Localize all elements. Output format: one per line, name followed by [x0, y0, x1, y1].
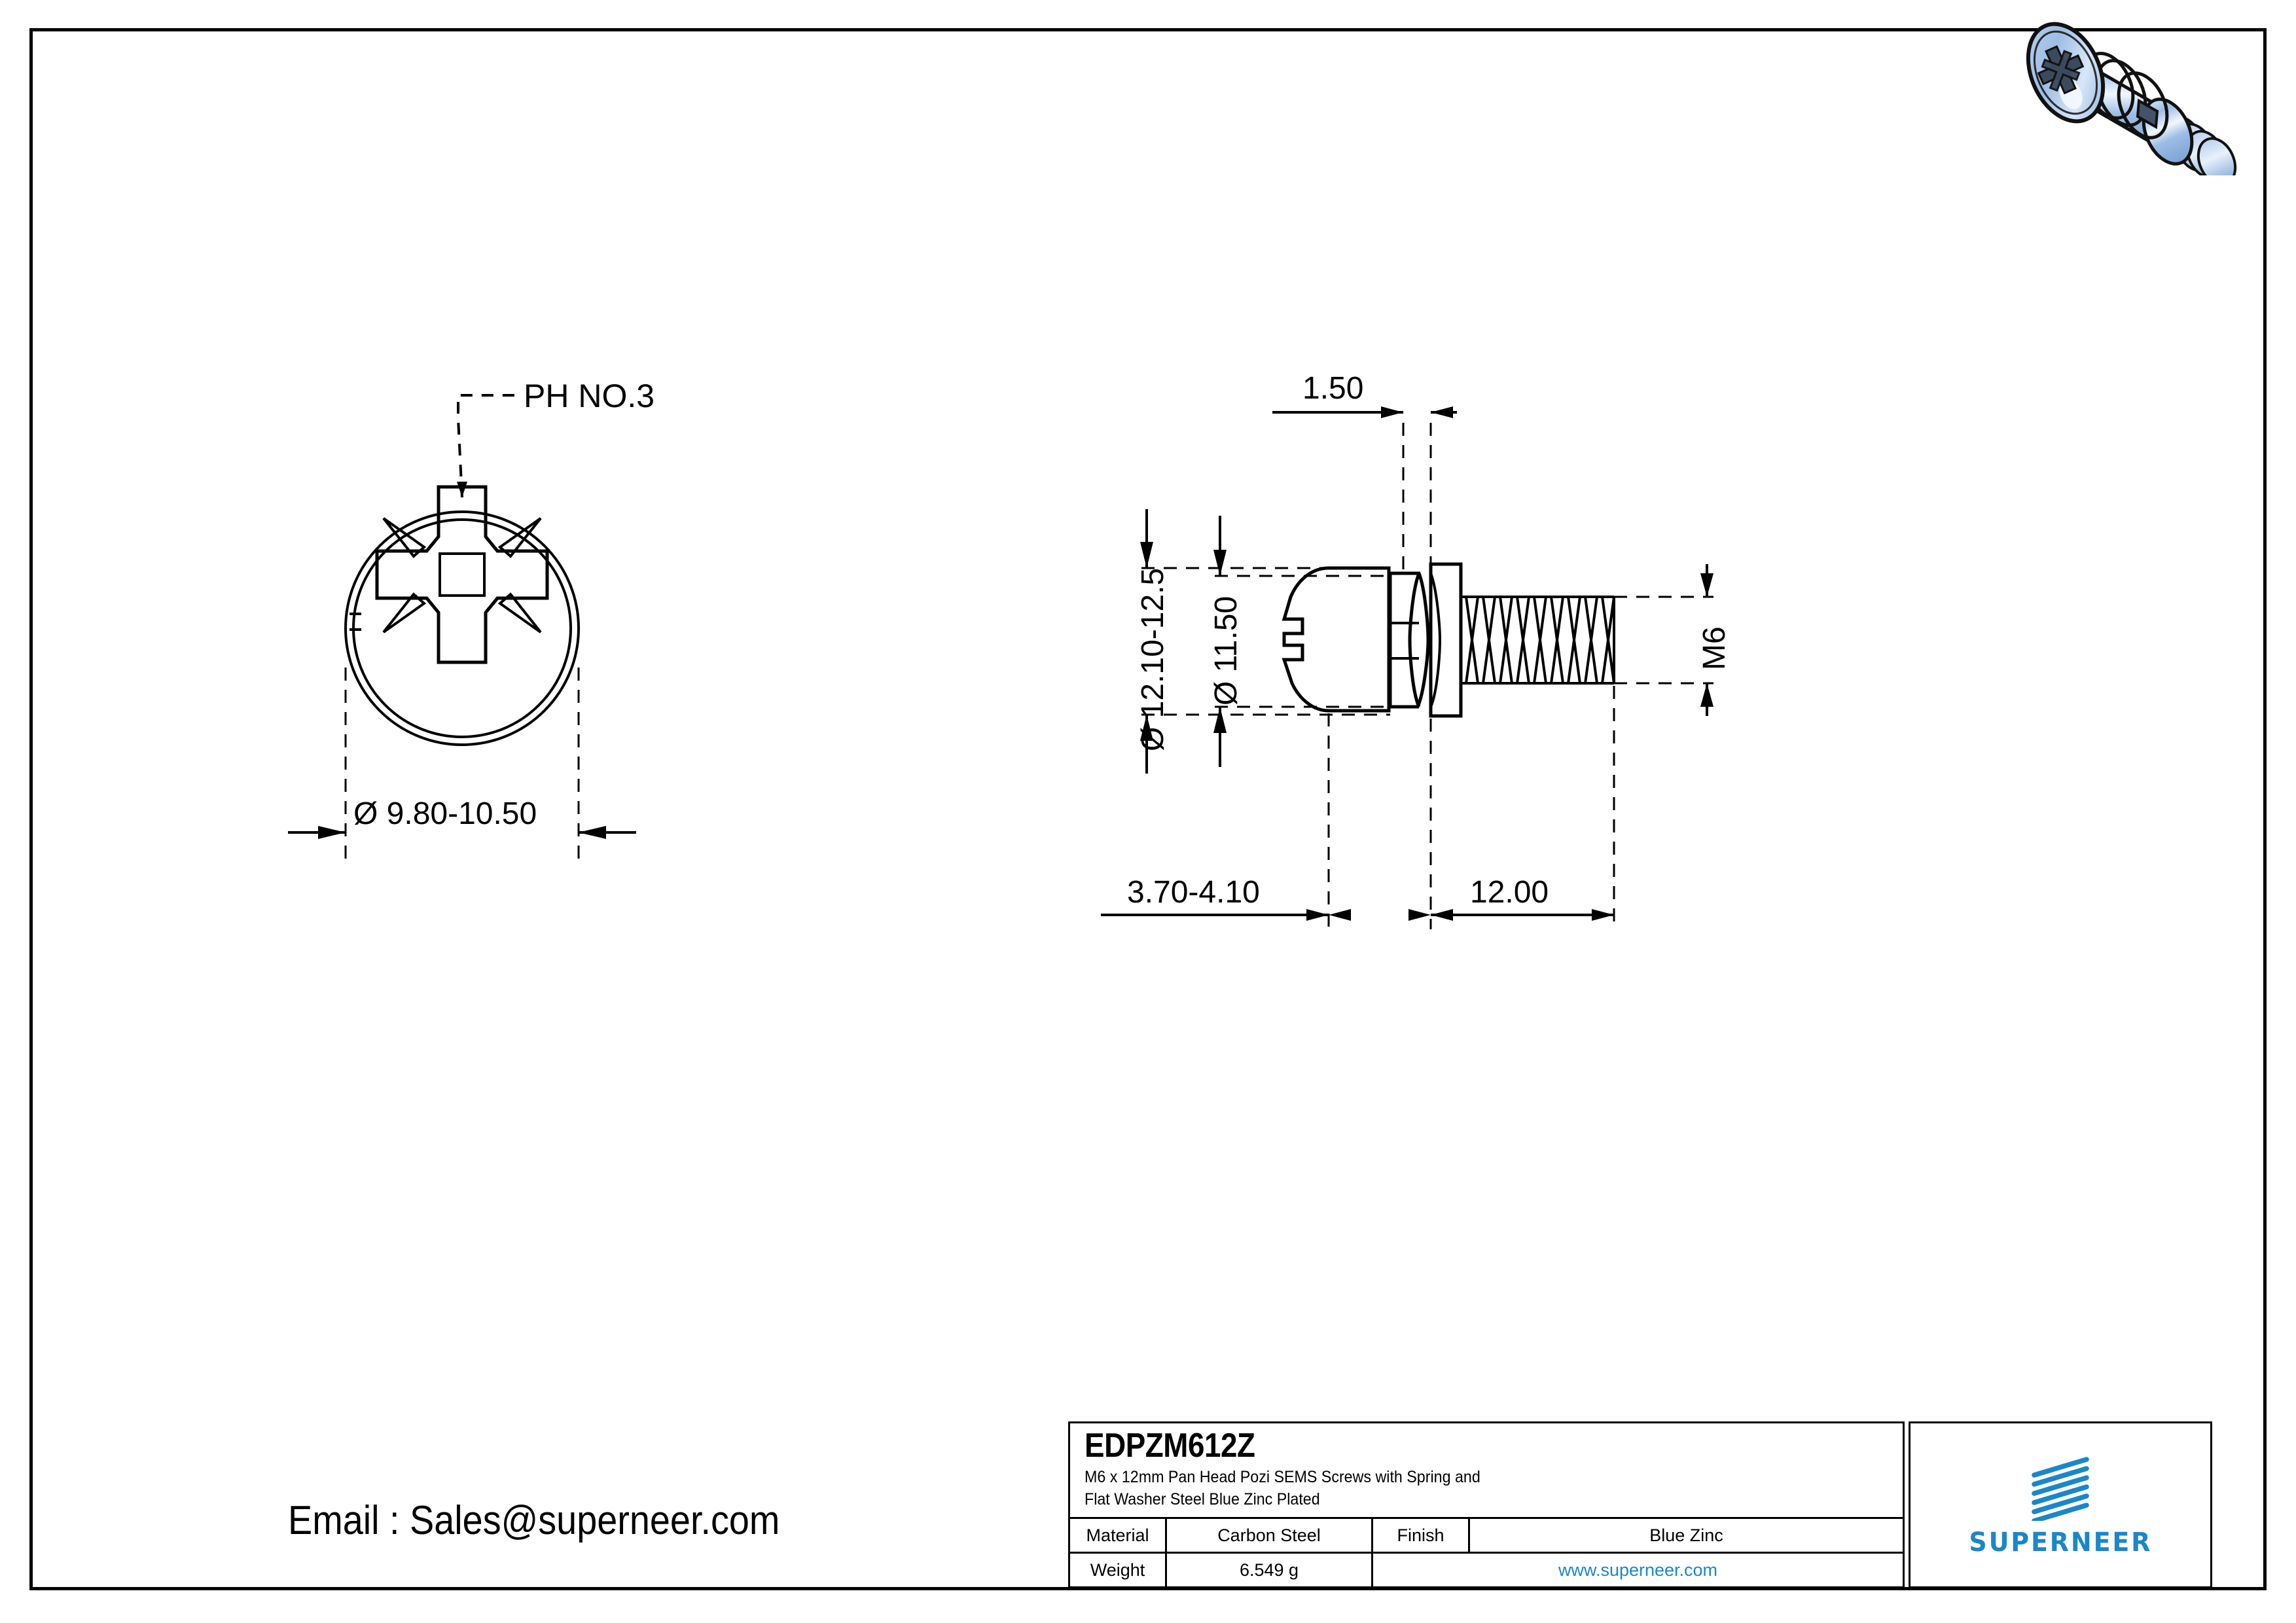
weight-label: Weight	[1070, 1554, 1167, 1586]
part-description-line-1: M6 x 12mm Pan Head Pozi SEMS Screws with…	[1085, 1468, 1480, 1487]
website-link[interactable]: www.superneer.com	[1558, 1560, 1718, 1580]
material-value: Carbon Steel	[1167, 1519, 1373, 1552]
side-view-head-height-dimension: 3.70-4.10	[1127, 875, 1260, 910]
finish-value: Blue Zinc	[1649, 1525, 1723, 1545]
front-view-leader-label: PH NO.3	[524, 378, 655, 414]
brand-logo-cell: SUPERNEER	[1909, 1421, 2212, 1588]
thumb-pozidriv-recess	[2037, 45, 2085, 95]
finish-label: Finish	[1373, 1519, 1470, 1552]
weight-value: 6.549 g	[1167, 1554, 1373, 1586]
title-block: EDPZM612Z M6 x 12mm Pan Head Pozi SEMS S…	[1068, 1421, 2212, 1588]
title-block-description: EDPZM612Z M6 x 12mm Pan Head Pozi SEMS S…	[1070, 1423, 1903, 1519]
front-view-diameter-dimension: Ø 9.80-10.50	[353, 796, 537, 831]
drawing-frame-border	[29, 28, 2267, 1590]
side-view-head-outer-diameter-dimension: Ø 12.10-12.5	[1136, 567, 1170, 751]
superneer-wordmark: SUPERNEER	[1969, 1527, 2152, 1558]
material-label: Material	[1070, 1519, 1167, 1552]
title-block-info: EDPZM612Z M6 x 12mm Pan Head Pozi SEMS S…	[1068, 1421, 1905, 1588]
side-view-thread-length-dimension: 12.00	[1470, 875, 1549, 910]
side-view-thread-spec-dimension: M6	[1697, 626, 1732, 670]
part-number: EDPZM612Z	[1085, 1427, 1255, 1465]
side-view-washer-thickness-dimension: 1.50	[1302, 371, 1364, 406]
title-block-row-material: Material Carbon Steel Finish Blue Zinc	[1070, 1519, 1903, 1554]
contact-email-text: Email : Sales@superneer.com	[288, 1498, 780, 1543]
superneer-mark-icon	[2032, 1456, 2089, 1521]
side-view-head-diameter-dimension: Ø 11.50	[1209, 596, 1244, 705]
title-block-row-weight: Weight 6.549 g www.superneer.com	[1070, 1554, 1903, 1586]
part-description-line-2: Flat Washer Steel Blue Zinc Plated	[1085, 1490, 1320, 1509]
screw-3d-render-icon	[1987, 12, 2269, 175]
